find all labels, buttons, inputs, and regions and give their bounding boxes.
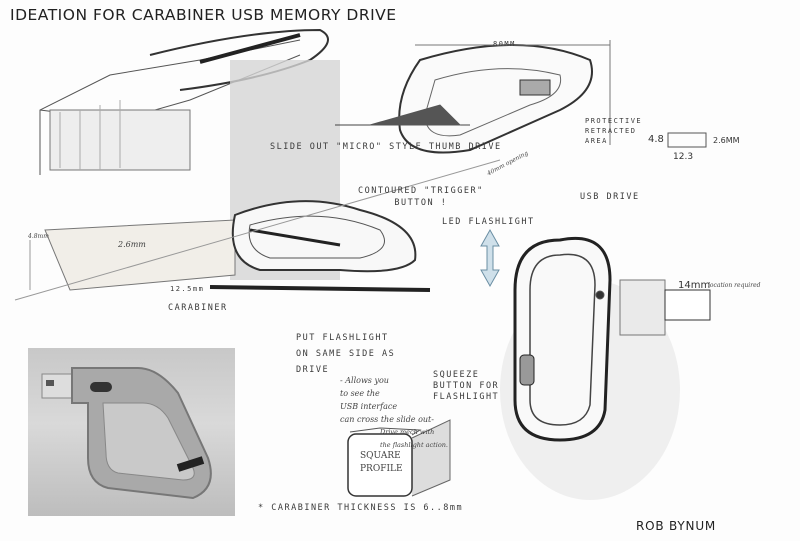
dim-14mm: 14mm xyxy=(678,280,711,291)
dim-12-5: 12.5mm xyxy=(170,285,205,293)
contoured-button-note: CONTOURED "TRIGGER" BUTTON ! xyxy=(358,185,484,209)
note-line: - Allows you xyxy=(340,376,389,385)
note-line: CONTOURED "TRIGGER" xyxy=(358,186,484,196)
usb-drive-note: USB DRIVE xyxy=(580,192,640,202)
note-line: PROFILE xyxy=(360,464,403,474)
note-line: the flashlight action. xyxy=(380,441,448,449)
note-line: FLASHLIGHT xyxy=(433,392,500,402)
vertical-carabiner-sketch xyxy=(500,236,711,500)
note-line: SQUARE xyxy=(360,451,401,461)
note-line: PUT FLASHLIGHT xyxy=(296,333,389,343)
dim-80mm: 80MM xyxy=(493,40,516,48)
carabiner-render xyxy=(41,367,212,500)
note-line: AREA xyxy=(585,137,608,145)
note-line: BUTTON ! xyxy=(394,198,448,208)
square-profile-label: SQUARE PROFILE xyxy=(360,450,403,476)
slide-out-note: SLIDE OUT "MICRO" STYLE THUMB DRIVE xyxy=(270,142,502,152)
protective-area-note: PROTECTIVE RETRACTED AREA xyxy=(585,116,642,146)
thickness-note: * CARABINER THICKNESS IS 6..8mm xyxy=(258,503,464,513)
dim-left-4-8: 4.8mm xyxy=(28,233,49,240)
author-name: ROB BYNUM xyxy=(636,519,717,533)
note-line: ON SAME SIDE AS xyxy=(296,349,396,359)
note-line: to see the xyxy=(340,389,380,398)
sheet-title: IDEATION FOR CARABINER USB MEMORY DRIVE xyxy=(10,6,397,24)
note-line: RETRACTED xyxy=(585,127,637,135)
put-flashlight-note: PUT FLASHLIGHT ON SAME SIDE AS DRIVE xyxy=(296,330,395,378)
allows-note: - Allows you to see the USB interface ca… xyxy=(340,374,448,452)
note-line: Drive mech with xyxy=(380,428,435,436)
note-line: SQUEEZE xyxy=(433,370,480,380)
square-profile-sketch xyxy=(347,419,451,497)
render-photo xyxy=(28,348,235,516)
dim-12-3: 12.3 xyxy=(673,152,694,162)
dim-2-6mm: 2.6MM xyxy=(713,136,740,145)
squeeze-button-note: SQUEEZE BUTTON FOR FLASHLIGHT xyxy=(433,370,499,403)
carabiner-label: CARABINER xyxy=(168,303,228,313)
center-carabiner-sketch xyxy=(335,40,611,154)
note-line: BUTTON FOR xyxy=(433,381,500,391)
dim-4-8: 4.8 xyxy=(648,134,664,145)
note-line: can cross the slide out- xyxy=(340,415,434,424)
note-line: PROTECTIVE xyxy=(585,117,643,125)
double-arrow-icon xyxy=(480,228,500,288)
dim-left-2-6: 2.6mm xyxy=(118,240,146,249)
location-note: location required xyxy=(708,282,761,289)
left-carabiner-sketch xyxy=(14,159,501,301)
led-flashlight-note: LED FLASHLIGHT xyxy=(442,217,535,227)
note-line: USB interface xyxy=(340,402,398,411)
dimension-box xyxy=(667,132,707,148)
note-line: DRIVE xyxy=(296,365,330,375)
